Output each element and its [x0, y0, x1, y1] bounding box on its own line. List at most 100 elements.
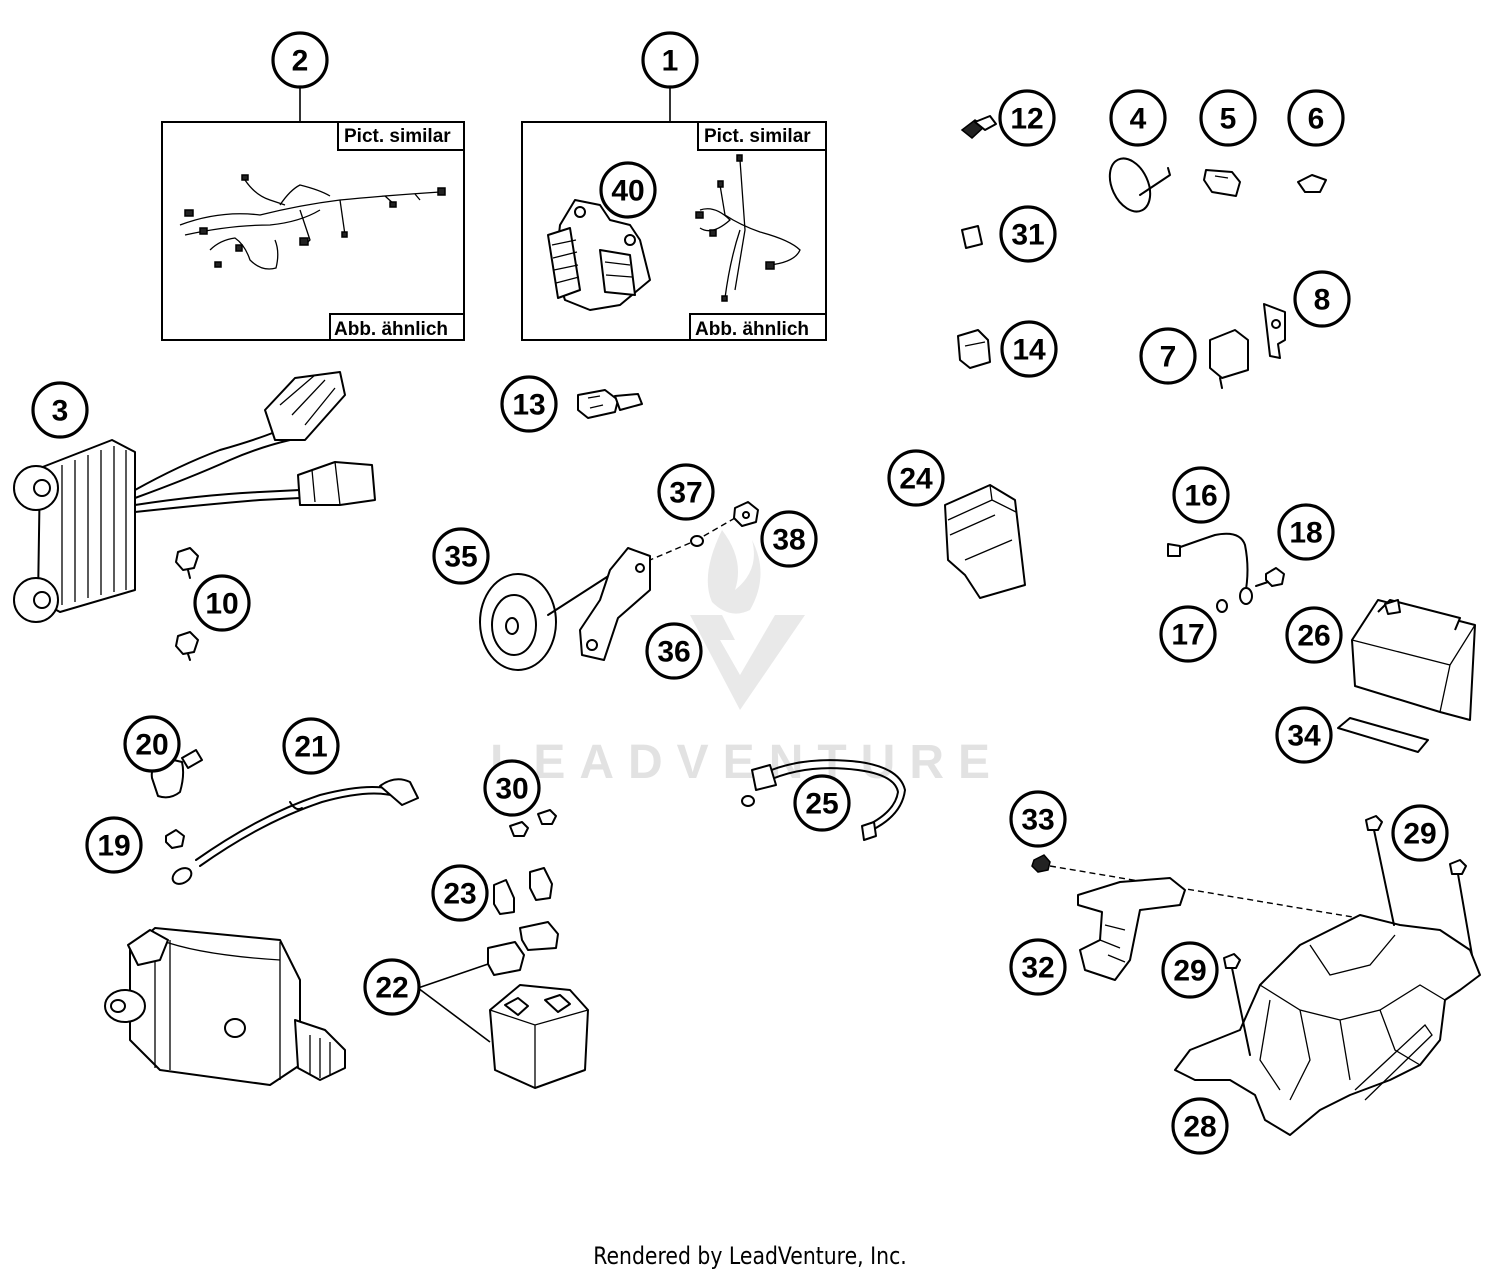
- callout-6: 6: [1287, 89, 1345, 147]
- callout-30: 30: [483, 759, 541, 817]
- starter-motor-icon: [104, 927, 346, 1086]
- callout-17-label: 17: [1171, 619, 1204, 652]
- callout-20: 20: [123, 715, 181, 773]
- callout-32-label: 32: [1021, 952, 1054, 985]
- connector-31-icon: [961, 225, 983, 249]
- relay-bracket-icon: [1263, 303, 1286, 359]
- callout-37-label: 37: [669, 477, 702, 510]
- callout-23-label: 23: [443, 878, 476, 911]
- callout-16: 16: [1172, 466, 1230, 524]
- callout-6-label: 6: [1308, 103, 1325, 136]
- box-1-label-top: Pict. similar: [704, 126, 811, 147]
- callout-37: 37: [657, 463, 715, 521]
- callout-5-label: 5: [1220, 103, 1237, 136]
- callout-13: 13: [500, 375, 558, 433]
- callout-12-label: 12: [1010, 103, 1043, 136]
- nut-19-icon: [165, 829, 185, 849]
- battery-pad-icon: [1337, 717, 1429, 753]
- callout-18-label: 18: [1289, 517, 1322, 550]
- callout-2: 2: [271, 31, 329, 89]
- callout-24-label: 24: [899, 463, 933, 496]
- battery-cable-icon: [741, 759, 906, 841]
- callout-17: 17: [1159, 605, 1217, 663]
- callout-16-label: 16: [1184, 480, 1217, 513]
- callout-7: 7: [1139, 327, 1197, 385]
- callout-36: 36: [645, 622, 703, 680]
- callout-40-label: 40: [611, 175, 644, 208]
- battery-icon: [1351, 599, 1476, 721]
- callout-36-label: 36: [657, 636, 690, 669]
- box-2-label-bottom: Abb. ähnlich: [334, 319, 448, 340]
- callout-33: 33: [1009, 790, 1067, 848]
- watermark-text: LEADVENTURE: [490, 736, 1004, 789]
- relay-icon: [1209, 329, 1249, 389]
- callout-21-label: 21: [294, 731, 327, 764]
- callout-3: 3: [31, 381, 89, 439]
- electronics-carrier-icon: [1174, 914, 1481, 1136]
- callout-34: 34: [1275, 706, 1333, 764]
- callout-4: 4: [1109, 89, 1167, 147]
- sub-harness-wires-icon: [695, 154, 801, 302]
- screw-29-icon: [1223, 815, 1473, 1056]
- watermark: LEADVENTURE: [490, 530, 1004, 789]
- callout-33-label: 33: [1021, 804, 1054, 837]
- box-2-label-top: Pict. similar: [344, 126, 451, 147]
- callout-14: 14: [1000, 320, 1058, 378]
- callout-5: 5: [1199, 89, 1257, 147]
- callout-10: 10: [193, 574, 251, 632]
- starter-relay-icon: [417, 921, 589, 1089]
- clamp-icon: [1203, 169, 1241, 197]
- sub-harness-box: Pict. similar Abb. ähnlich: [521, 86, 827, 341]
- callout-1: 1: [641, 31, 699, 89]
- callout-29-bottom: 29: [1161, 941, 1219, 999]
- callout-30-label: 30: [495, 773, 528, 806]
- callout-4-label: 4: [1130, 103, 1147, 136]
- clip-icon: [1297, 174, 1327, 193]
- voltage-regulator-icon: [13, 371, 376, 623]
- callout-13-label: 13: [512, 389, 545, 422]
- callout-24: 24: [887, 449, 945, 507]
- callout-38: 38: [760, 510, 818, 568]
- callout-22-label: 22: [375, 972, 408, 1005]
- callout-2-label: 2: [292, 45, 309, 78]
- callout-10-label: 10: [205, 588, 238, 621]
- callout-29-top-label: 29: [1403, 818, 1436, 851]
- ground-cable-icon: [1167, 532, 1253, 605]
- callout-23: 23: [431, 864, 489, 922]
- callout-35-label: 35: [444, 541, 477, 574]
- horn-icon: [479, 573, 611, 671]
- callout-35: 35: [432, 527, 490, 585]
- screw-18-icon: [1255, 567, 1285, 587]
- callout-3-label: 3: [52, 395, 69, 428]
- callout-19: 19: [85, 816, 143, 874]
- callout-26-label: 26: [1297, 620, 1330, 653]
- callout-14-label: 14: [1012, 334, 1046, 367]
- wiring-harness-box: Pict. similar Abb. ähnlich: [161, 86, 465, 341]
- screw-icon: [175, 547, 199, 661]
- callout-7-label: 7: [1160, 341, 1177, 374]
- washer-icon: [649, 535, 704, 561]
- callout-32: 32: [1009, 938, 1067, 996]
- starter-cable-icon: [171, 778, 419, 885]
- callout-29-bottom-label: 29: [1173, 955, 1206, 988]
- fuse-box-screws-icon: [509, 809, 557, 837]
- nut-33-icon: [1031, 854, 1401, 926]
- wiring-harness-icon: [179, 174, 446, 270]
- callout-31-label: 31: [1011, 219, 1044, 252]
- callout-21: 21: [282, 717, 340, 775]
- connector-12-icon: [960, 115, 997, 139]
- fuse-icon: [493, 867, 553, 915]
- callout-22: 22: [363, 958, 421, 1016]
- callout-1-label: 1: [662, 45, 679, 78]
- callout-25: 25: [793, 774, 851, 832]
- nut-icon: [701, 501, 759, 538]
- holder-32-icon: [1077, 877, 1186, 981]
- footer-credit: Rendered by LeadVenture, Inc.: [593, 1242, 907, 1270]
- horn-bracket-icon: [579, 547, 651, 661]
- washer-17-icon: [1216, 599, 1228, 613]
- callout-40: 40: [599, 161, 657, 219]
- switch-bracket-icon: [547, 199, 651, 311]
- callout-28-label: 28: [1183, 1111, 1216, 1144]
- callout-34-label: 34: [1287, 720, 1321, 753]
